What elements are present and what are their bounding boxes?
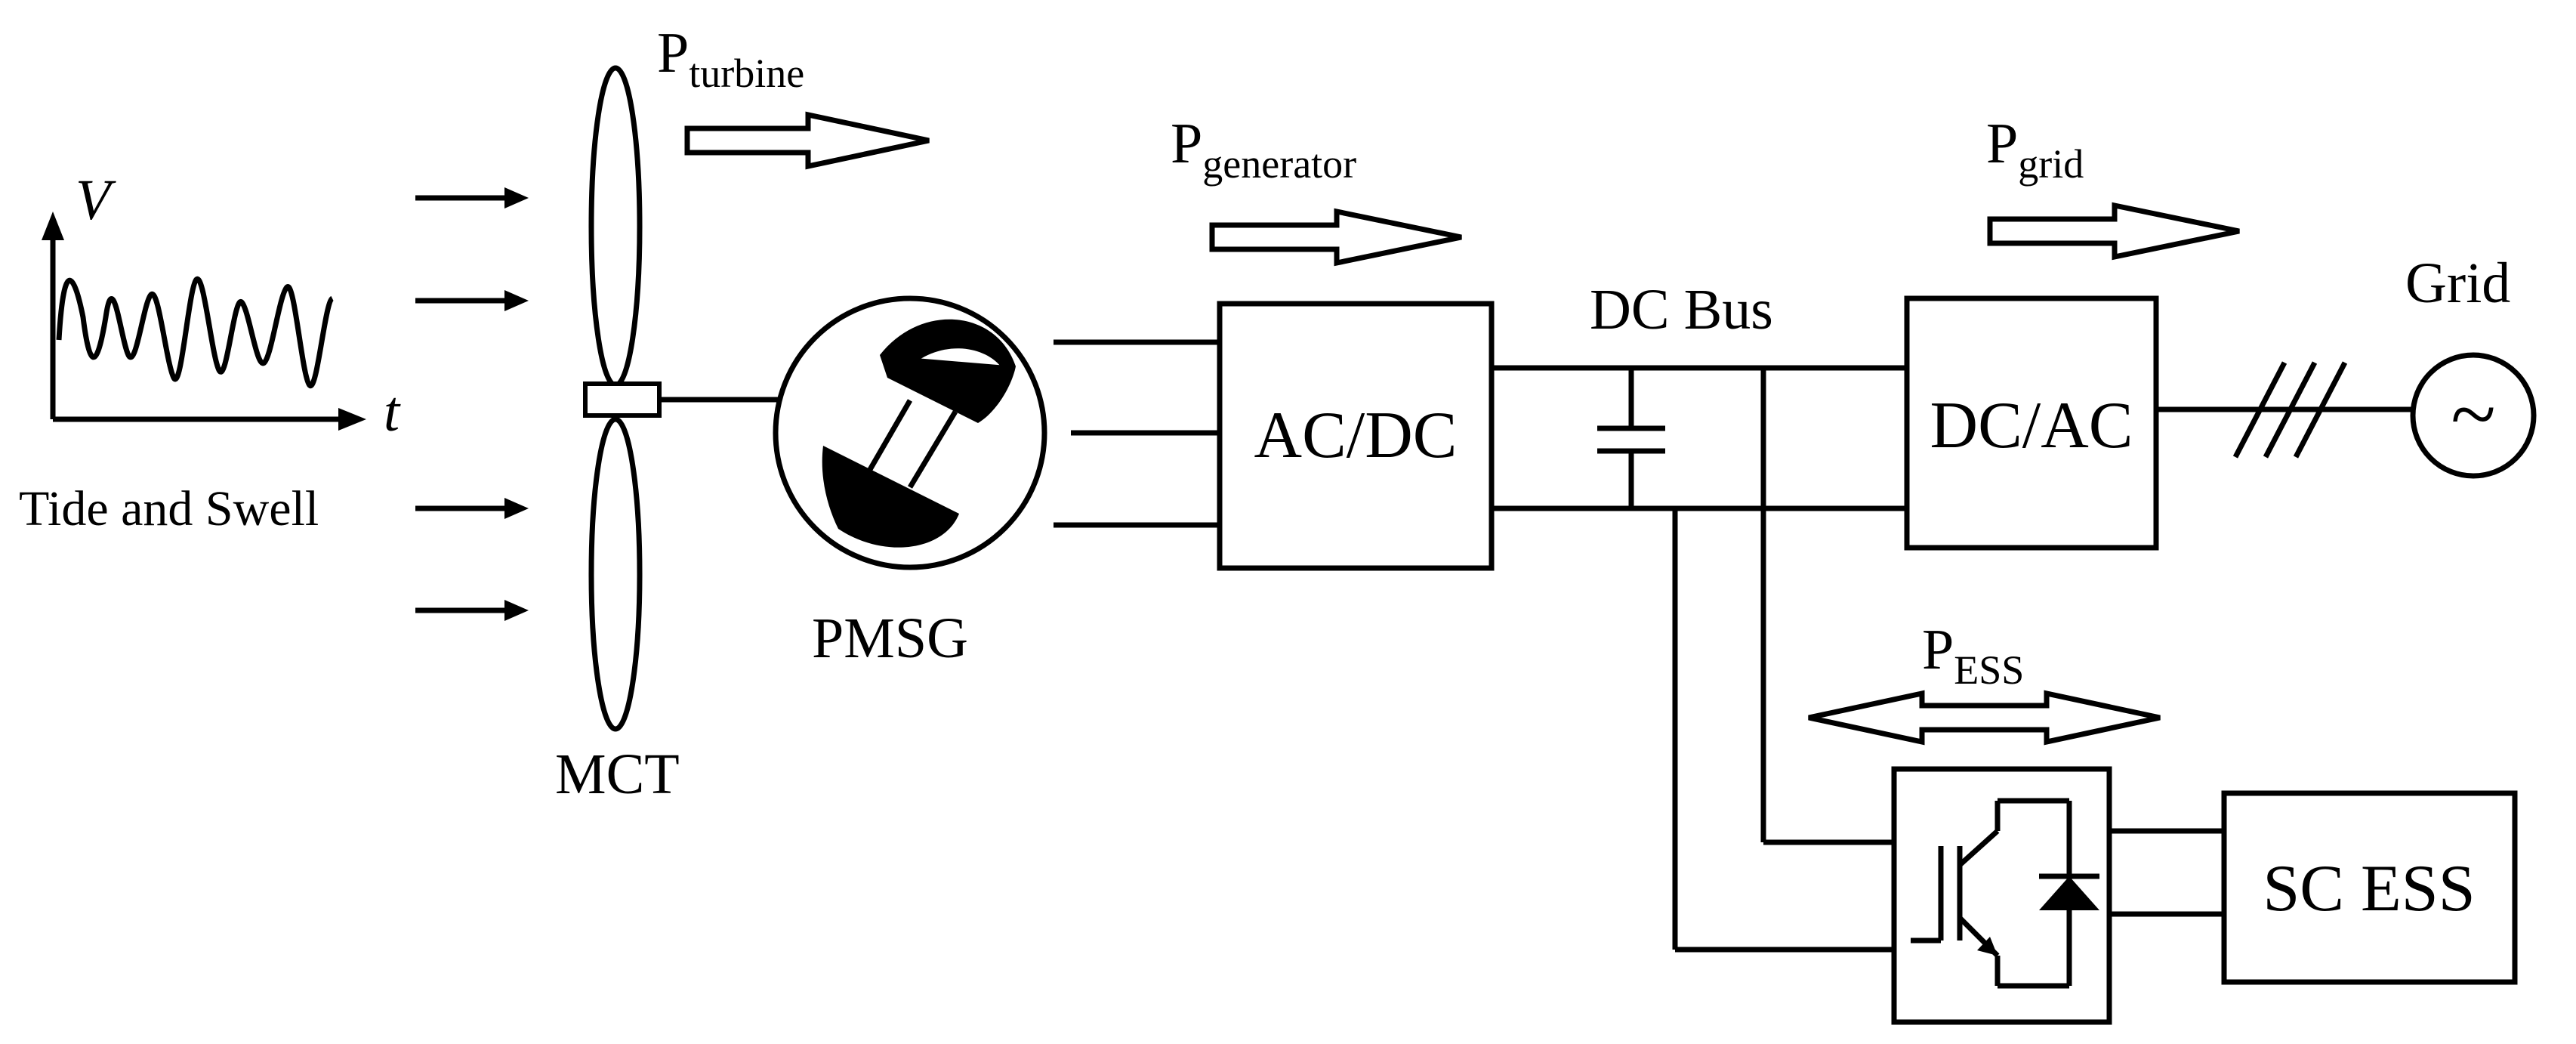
dcdc-converter-block bbox=[1891, 766, 2112, 1025]
pmsg-label: PMSG bbox=[812, 607, 968, 670]
graph-y-arrowhead bbox=[42, 212, 64, 240]
grid-ac-symbol: ~ bbox=[2451, 368, 2496, 460]
p-turbine-arrow bbox=[684, 111, 930, 170]
p-grid-label: Pgrid bbox=[1986, 112, 2084, 187]
pmsg-generator bbox=[773, 295, 1047, 570]
pmsg-pole-upper bbox=[880, 355, 1016, 423]
p-generator-arrow bbox=[1209, 208, 1462, 267]
turbine-blade-lower bbox=[588, 416, 643, 732]
p-grid-arrow bbox=[1987, 202, 2240, 261]
dc-link-capacitor bbox=[1597, 368, 1665, 508]
graph-y-label: V bbox=[76, 168, 116, 232]
input-label: Tide and Swell bbox=[19, 481, 319, 536]
three-phase-lines bbox=[1054, 339, 1220, 528]
mct-turbine bbox=[583, 65, 793, 732]
sc-ess-block bbox=[2221, 790, 2518, 985]
acdc-converter-block bbox=[1217, 301, 1495, 571]
p-turbine-label: Pturbine bbox=[657, 21, 804, 96]
velocity-waveform bbox=[56, 276, 335, 388]
p-ess-label: PESS bbox=[1922, 618, 2024, 693]
turbine-label: MCT bbox=[555, 743, 680, 806]
ess-branch-lines bbox=[1672, 368, 1894, 953]
dcac-inverter-block bbox=[1904, 295, 2159, 551]
dc-bus-lines bbox=[1492, 365, 1907, 511]
grid-label: Grid bbox=[2405, 252, 2510, 315]
three-phase-marks bbox=[2232, 361, 2348, 459]
turbine-blade-upper bbox=[588, 65, 643, 388]
pmsg-magnet-upper bbox=[880, 319, 1016, 370]
p-generator-label: Pgenerator bbox=[1171, 112, 1356, 187]
velocity-graph: V t bbox=[42, 168, 401, 443]
graph-x-label: t bbox=[384, 380, 401, 443]
turbine-hub bbox=[583, 381, 662, 418]
freewheel-diode-symbol bbox=[2039, 873, 2099, 910]
pmsg-rotor-bar-b bbox=[907, 410, 958, 489]
sc-ess-label: SC ESS bbox=[2263, 852, 2475, 925]
pmsg-rotor-bar-a bbox=[865, 399, 913, 474]
igbt-switch-symbol bbox=[1911, 798, 2072, 989]
pmsg-magnet-lower bbox=[822, 446, 959, 548]
graph-x-arrowhead bbox=[338, 408, 366, 431]
grid-source-symbol bbox=[2410, 352, 2537, 479]
converter-to-ess-lines bbox=[2109, 828, 2224, 917]
tidal-flow-arrows bbox=[415, 187, 529, 621]
acdc-label: AC/DC bbox=[1254, 399, 1458, 472]
dc-bus-label: DC Bus bbox=[1590, 278, 1773, 341]
dcac-label: DC/AC bbox=[1930, 389, 2133, 462]
p-ess-bidirectional-arrow bbox=[1808, 690, 2161, 746]
